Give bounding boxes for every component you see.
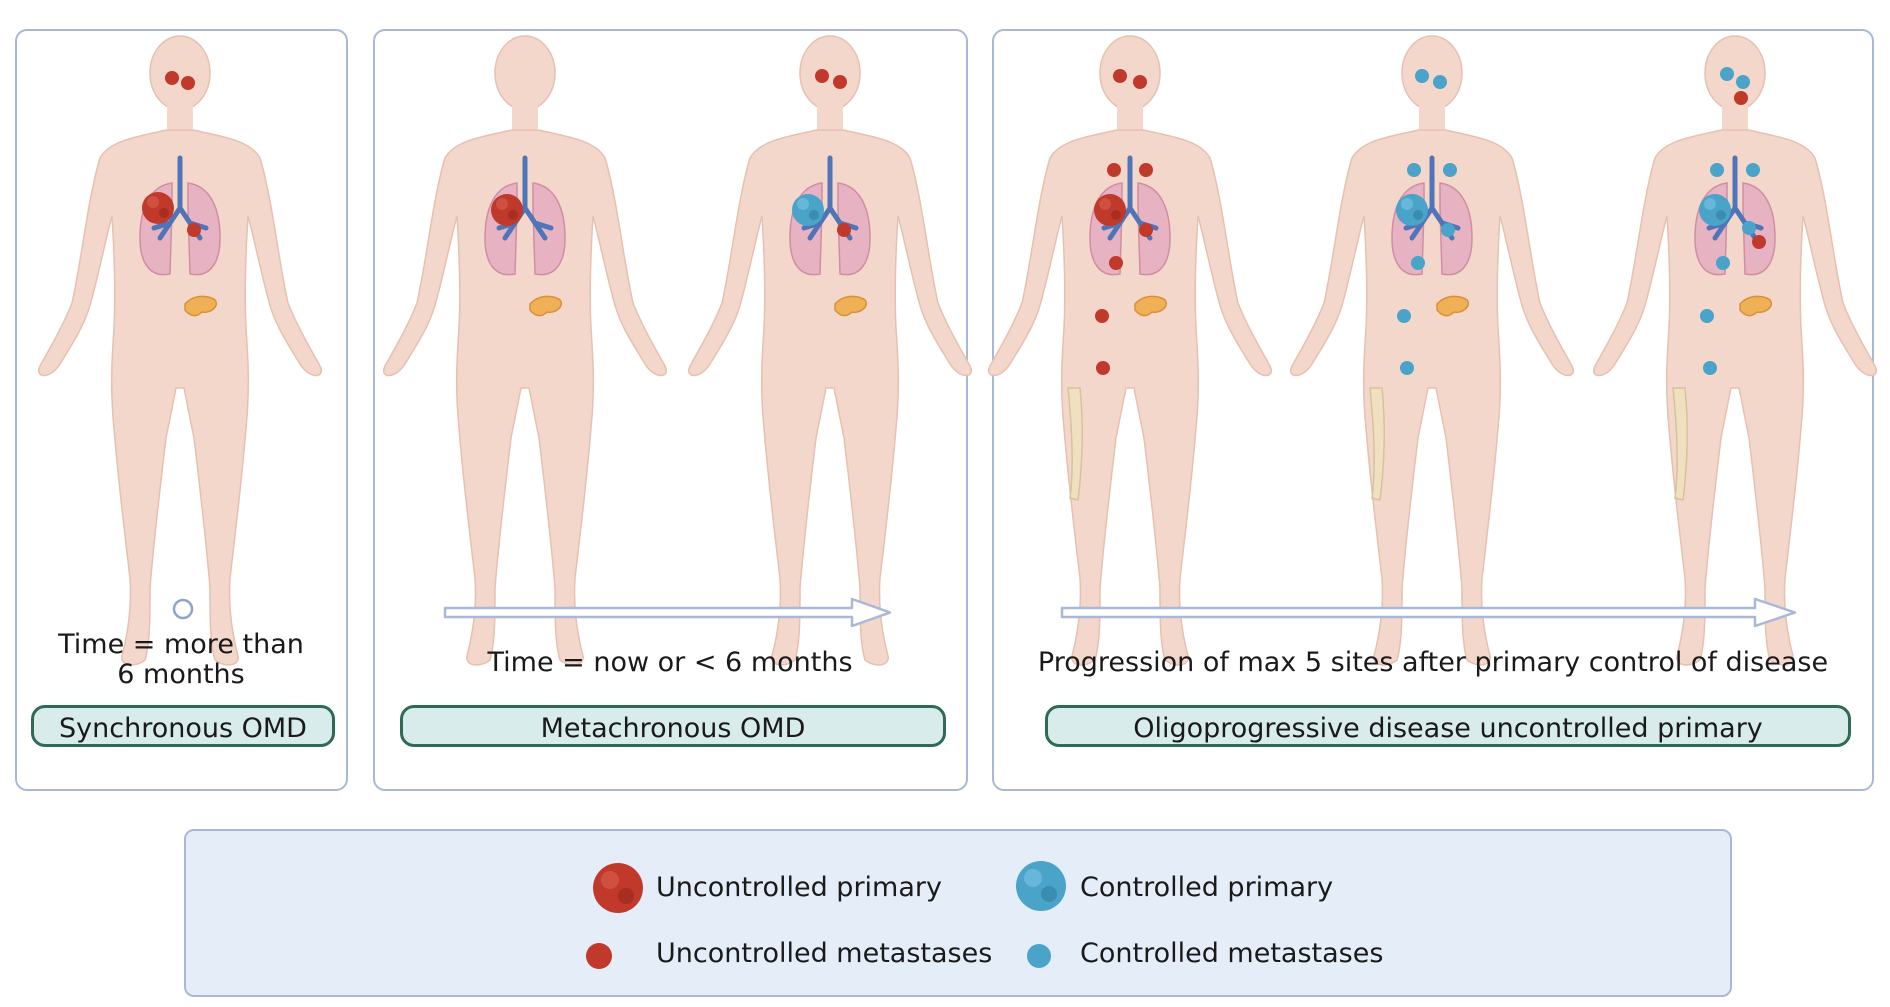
time-caption: Time = more than 6 months [58,629,304,690]
controlled-metastasis-icon [1027,944,1051,968]
time-arrow [1060,597,1797,628]
body-figure [37,35,323,666]
time-arrow [443,597,892,628]
uncontrolled-metastasis-icon [586,943,612,969]
category-label-metachronous: Metachronous OMD [400,705,946,747]
category-label-synchronous: Synchronous OMD [31,705,335,747]
time-caption: Progression of max 5 sites after primary… [1037,647,1829,678]
time-caption: Time = now or < 6 months [487,647,853,678]
body-figure [1592,35,1878,666]
legend-label-controlled-primary: Controlled primary [1080,872,1334,903]
body-figure [1289,35,1575,666]
body-figure [687,35,973,666]
category-label-oligoprogressive: Oligoprogressive disease uncontrolled pr… [1045,705,1851,747]
body-figure [382,35,668,666]
uncontrolled-primary-icon [593,863,643,913]
controlled-primary-icon [1016,861,1066,911]
time-point-marker [172,598,194,620]
body-figure [987,35,1273,666]
legend: Uncontrolled primary Controlled primary … [184,829,1732,997]
legend-label-controlled-metastases: Controlled metastases [1080,938,1384,969]
legend-label-uncontrolled-primary: Uncontrolled primary [656,872,942,903]
legend-label-uncontrolled-metastases: Uncontrolled metastases [656,938,993,969]
